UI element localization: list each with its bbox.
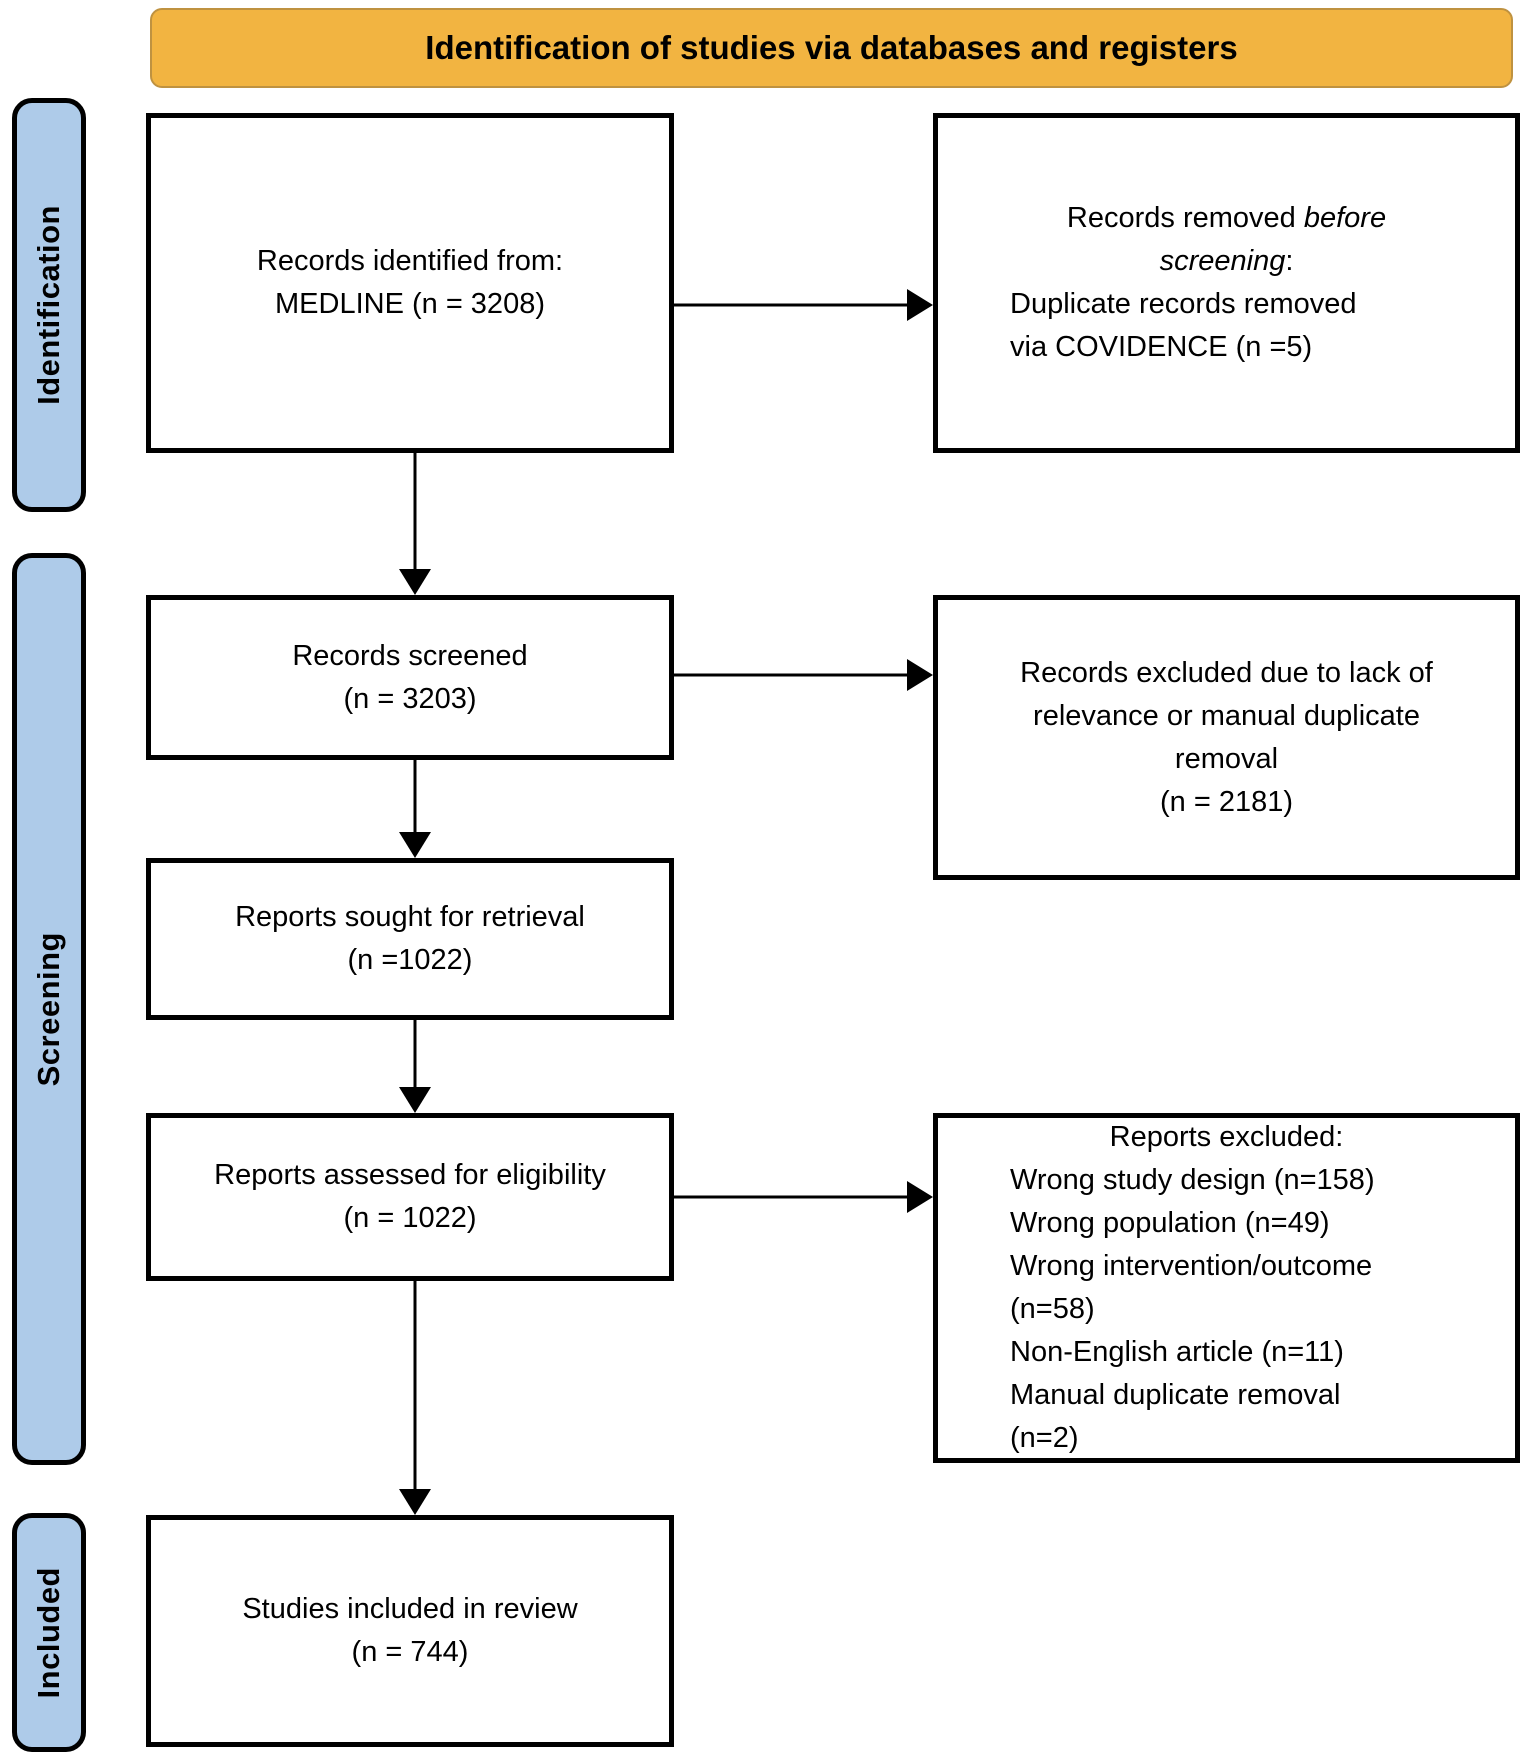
arrow-shaft [674, 673, 909, 677]
box-records-removed: Records removed before screening: Duplic… [933, 113, 1520, 453]
box-records-identified: Records identified from: MEDLINE (n = 32… [146, 113, 674, 453]
reports-sought-text: Reports sought for retrieval (n =1022) [235, 901, 585, 976]
box-reports-assessed: Reports assessed for eligibility (n = 10… [146, 1113, 674, 1281]
arrow-head-down-icon [399, 832, 431, 858]
arrow-head-down-icon [399, 569, 431, 595]
records-removed-heading-italic1: before [1303, 202, 1387, 234]
arrow-screened-to-excluded [674, 658, 933, 692]
box-records-screened: Records screened (n = 3203) [146, 595, 674, 760]
arrow-shaft [413, 453, 417, 571]
phase-label-identification: Identification [31, 205, 66, 405]
box-studies-included: Studies included in review (n = 744) [146, 1515, 674, 1747]
arrow-assessed-to-excluded [674, 1180, 933, 1214]
records-identified-text: Records identified from: MEDLINE (n = 32… [256, 245, 564, 320]
phase-bar-included: Included [12, 1513, 86, 1752]
arrow-screened-to-sought [398, 760, 432, 858]
arrow-head-down-icon [399, 1087, 431, 1113]
arrow-sought-to-assessed [398, 1020, 432, 1113]
arrow-head-down-icon [399, 1489, 431, 1515]
arrow-shaft [413, 760, 417, 834]
arrow-shaft [413, 1020, 417, 1089]
records-removed-heading: Records removed before screening: [938, 197, 1515, 283]
records-removed-detail: Duplicate records removed via COVIDENCE … [1010, 288, 1357, 363]
reports-assessed-text: Reports assessed for eligibility (n = 10… [214, 1159, 606, 1234]
records-excluded-text: Records excluded due to lack of relevanc… [1020, 656, 1433, 818]
records-removed-heading-italic2: screening [1159, 245, 1286, 277]
phase-label-included: Included [31, 1566, 66, 1699]
arrow-identified-to-screened [398, 453, 432, 595]
phase-header: Identification of studies via databases … [150, 8, 1513, 88]
records-removed-heading-suffix: : [1285, 245, 1294, 277]
box-reports-sought: Reports sought for retrieval (n =1022) [146, 858, 674, 1020]
records-removed-heading-prefix: Records removed [1066, 202, 1296, 234]
arrow-head-right-icon [907, 1181, 933, 1213]
box-records-excluded: Records excluded due to lack of relevanc… [933, 595, 1520, 880]
arrow-head-right-icon [907, 659, 933, 691]
arrow-head-right-icon [907, 289, 933, 321]
phase-bar-screening: Screening [12, 553, 86, 1465]
phase-bar-identification: Identification [12, 98, 86, 512]
arrow-shaft [413, 1281, 417, 1491]
reports-excluded-heading: Reports excluded: [1109, 1121, 1344, 1153]
arrow-shaft [674, 1195, 909, 1199]
arrow-assessed-to-included [398, 1281, 432, 1515]
arrow-identified-to-removed [674, 288, 933, 322]
reports-excluded-detail: Wrong study design (n=158) Wrong populat… [1010, 1164, 1375, 1454]
phase-label-screening: Screening [31, 931, 66, 1087]
box-reports-excluded: Reports excluded: Wrong study design (n=… [933, 1113, 1520, 1463]
records-screened-text: Records screened (n = 3203) [292, 639, 528, 715]
arrow-shaft [674, 303, 909, 307]
phase-header-title: Identification of studies via databases … [425, 29, 1238, 66]
studies-included-text: Studies included in review (n = 744) [242, 1593, 578, 1668]
